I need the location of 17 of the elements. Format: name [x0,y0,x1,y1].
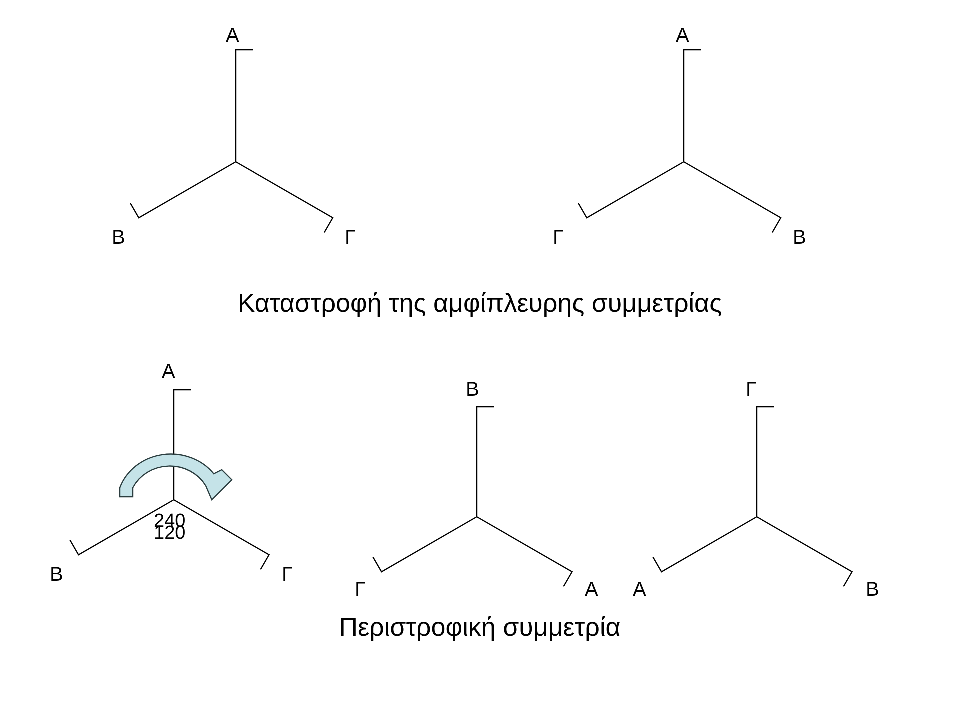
vertex-letter: Α [162,362,176,382]
vertex-letter: Γ [345,228,356,248]
vertex-letter: Β [50,565,64,585]
vertex-letter: Γ [746,380,758,400]
vertex-letter: Β [793,228,806,248]
vertex-letter: Β [112,228,126,248]
vertex-letter: Γ [553,228,564,248]
vertex-letter: Α [226,26,240,46]
vertex-letter: Β [866,580,880,600]
caption-text: Περιστροφική συμμετρία [339,614,621,640]
vertex-letter: Α [633,580,646,600]
caption-text: Καταστροφή της αμφίπλευρης συμμετρίας [238,290,722,316]
vertex-letter: Γ [355,580,366,600]
vertex-letter: Α [585,580,598,600]
vertex-letter: Γ [282,565,294,585]
vertex-letter: Β [466,380,480,400]
vertex-letter: Α [676,26,690,46]
